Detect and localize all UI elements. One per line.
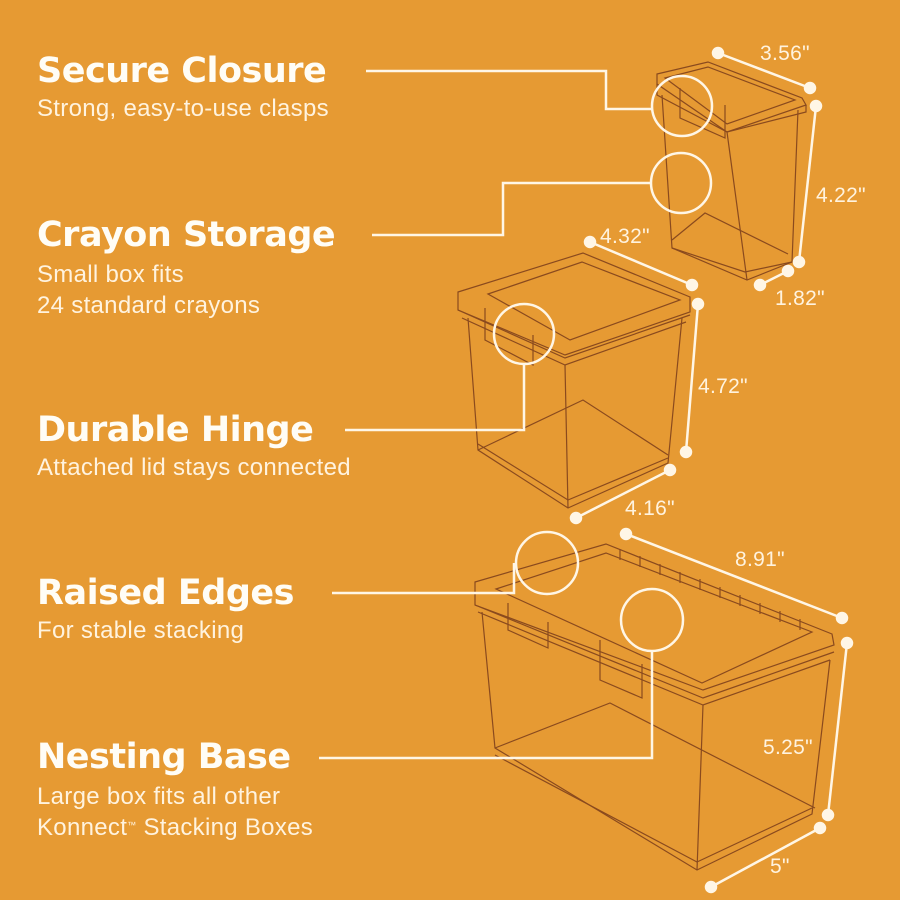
trademark-symbol: ™	[127, 820, 137, 830]
medium-box-height-label: 4.72"	[698, 375, 748, 398]
dimension-lines	[569, 46, 854, 894]
feature-description: For stable stacking	[37, 617, 245, 644]
feature-raised-edges: Raised Edges For stable stacking	[37, 573, 294, 646]
description-line: Stacking Boxes	[143, 814, 314, 841]
brand-name: Konnect	[37, 814, 128, 841]
feature-title: Crayon Storage	[37, 215, 336, 255]
small-box-drawing	[656, 61, 807, 281]
medium-box-drawing	[457, 252, 691, 509]
feature-title: Secure Closure	[37, 51, 327, 91]
large-box-depth-label: 5"	[770, 855, 790, 878]
feature-description: Small box fits 24 standard crayons	[37, 259, 335, 321]
feature-nesting-base: Nesting Base Large box fits all other Ko…	[37, 737, 313, 843]
medium-box-width-label: 4.32"	[600, 225, 650, 248]
small-box-depth-label: 1.82"	[775, 287, 825, 310]
feature-title: Raised Edges	[37, 573, 294, 613]
medium-box-depth-label: 4.16"	[625, 497, 675, 520]
feature-title: Nesting Base	[37, 737, 291, 777]
large-box-width-label: 8.91"	[735, 548, 785, 571]
large-box-height-label: 5.25"	[763, 736, 813, 759]
feature-description: Strong, easy-to-use clasps	[37, 95, 329, 122]
feature-durable-hinge: Durable Hinge Attached lid stays connect…	[37, 410, 351, 483]
description-line: 24 standard crayons	[37, 292, 261, 319]
feature-description: Large box fits all other Konnect™ Stacki…	[37, 781, 313, 843]
large-box-drawing	[474, 543, 835, 871]
callout-lines	[319, 69, 714, 760]
feature-description: Attached lid stays connected	[37, 454, 351, 481]
feature-crayon-storage: Crayon Storage Small box fits 24 standar…	[37, 215, 336, 321]
feature-title: Durable Hinge	[37, 410, 314, 450]
feature-secure-closure: Secure Closure Strong, easy-to-use clasp…	[37, 51, 329, 124]
small-box-width-label: 3.56"	[760, 42, 810, 65]
description-line: Large box fits all other	[37, 783, 281, 810]
description-line: Small box fits	[37, 261, 184, 288]
small-box-height-label: 4.22"	[816, 184, 866, 207]
